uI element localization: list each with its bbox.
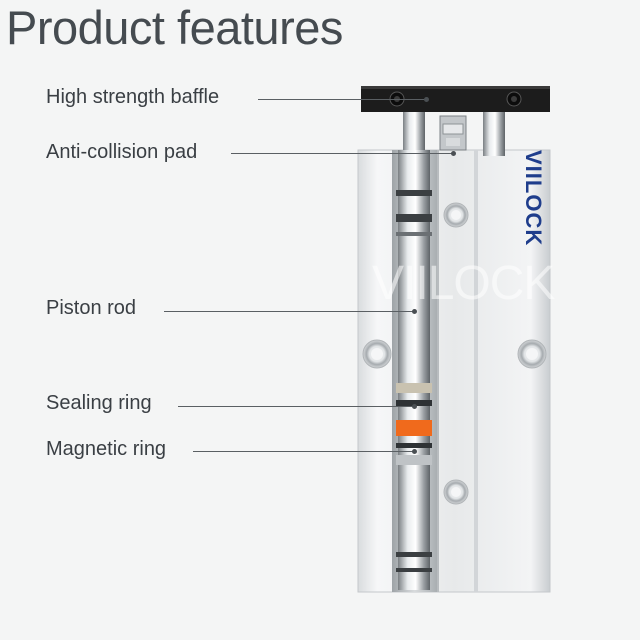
leader-dot: [451, 151, 456, 156]
leader-line: [164, 311, 414, 312]
brand-logo: VIILOCK: [521, 150, 546, 247]
callout-sealing-ring: Sealing ring: [46, 392, 152, 414]
callout-piston-rod: Piston rod: [46, 297, 137, 319]
page-title: Product features: [6, 1, 343, 54]
piston-rod-top: [403, 108, 425, 156]
magnetic-ring-shape: [396, 420, 432, 436]
leader-line: [258, 99, 426, 100]
callout-anti-collision-pad: Anti-collision pad: [46, 141, 198, 163]
leader-line: [178, 406, 414, 407]
leader-line: [193, 451, 414, 452]
leader-dot: [424, 97, 429, 102]
callout-magnetic-ring: Magnetic ring: [46, 438, 167, 460]
leader-dot: [412, 309, 417, 314]
leader-dot: [412, 449, 417, 454]
leader-dot: [412, 404, 417, 409]
leader-line: [231, 153, 453, 154]
sealing-ring-shape: [396, 383, 432, 393]
piston-rod: [398, 150, 430, 590]
callout-high-strength-baffle: High strength baffle: [46, 86, 220, 108]
watermark: VIILOCK: [372, 257, 555, 310]
